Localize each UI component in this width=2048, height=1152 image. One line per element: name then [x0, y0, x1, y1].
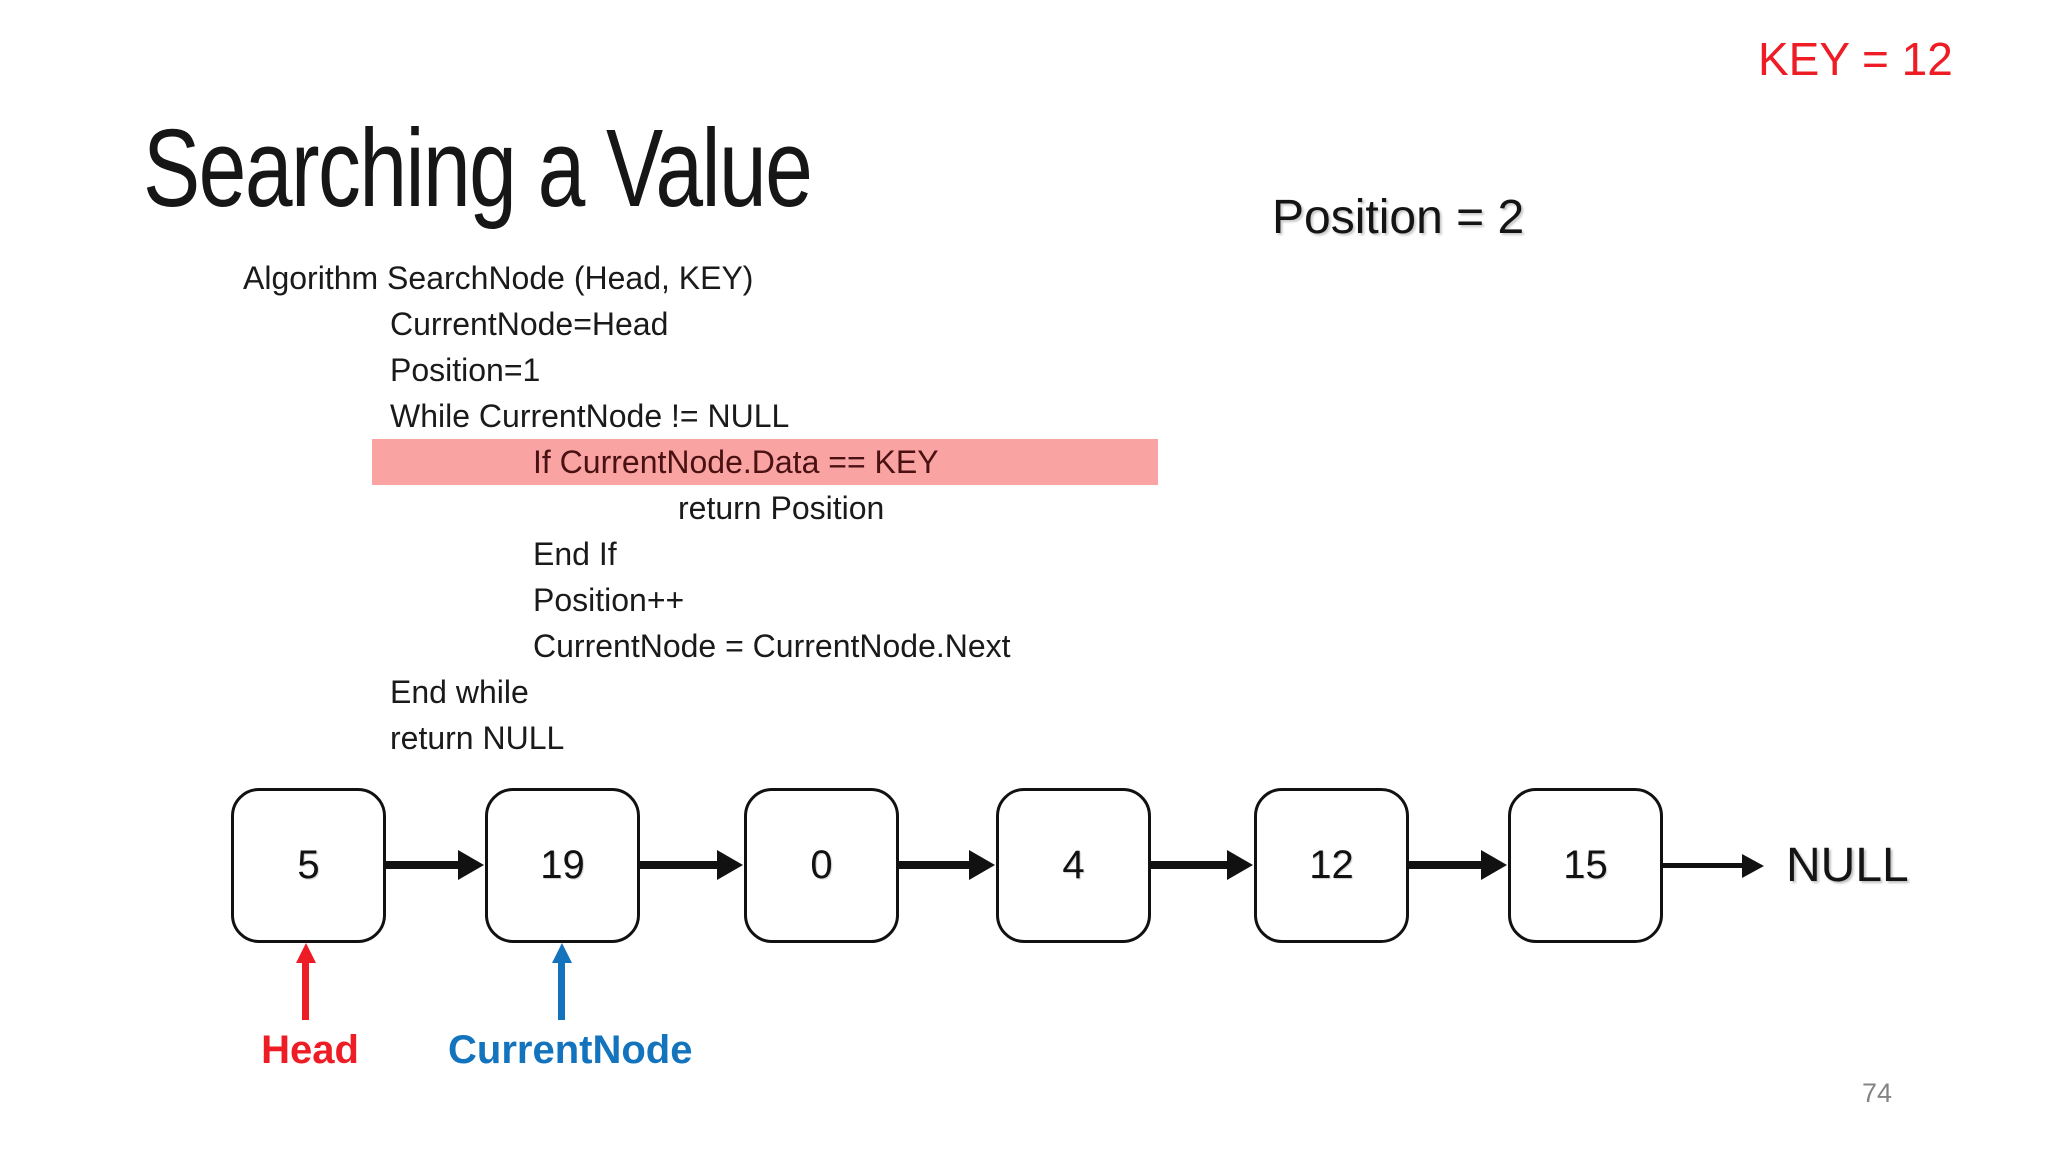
code-line-if-highlighted: If CurrentNode.Data == KEY	[0, 439, 2048, 485]
next-arrow-3-icon	[899, 861, 970, 869]
page-number: 74	[1862, 1078, 1893, 1108]
list-node-4: 4	[996, 788, 1151, 943]
code-line-init-pos: Position=1	[390, 352, 541, 388]
slide-title: Searching a Value	[143, 107, 813, 230]
null-terminator-label: NULL	[1786, 839, 1909, 892]
next-arrow-null-icon	[1663, 863, 1743, 868]
head-pointer-arrow-icon	[302, 963, 309, 1020]
code-line-return-null: return NULL	[390, 720, 565, 756]
code-line-return-pos: return Position	[678, 490, 885, 526]
currentnode-pointer-label: CurrentNode	[448, 1028, 693, 1072]
list-node-1: 5	[231, 788, 386, 943]
key-value-label: KEY = 12	[1758, 33, 1953, 85]
code-line-init-node: CurrentNode=Head	[390, 306, 669, 342]
next-arrow-2-icon	[640, 861, 718, 869]
head-pointer-label: Head	[261, 1028, 359, 1072]
currentnode-pointer-arrow-icon	[558, 963, 565, 1020]
code-line-end-while: End while	[390, 674, 529, 710]
list-node-3: 0	[744, 788, 899, 943]
code-line-while: While CurrentNode != NULL	[390, 398, 790, 434]
next-arrow-5-icon	[1409, 861, 1482, 869]
list-node-5: 12	[1254, 788, 1409, 943]
position-value-label: Position = 2	[1272, 191, 1525, 244]
code-line-end-if: End If	[533, 536, 617, 572]
code-line-algorithm: Algorithm SearchNode (Head, KEY)	[243, 260, 754, 296]
pseudocode-block: Algorithm SearchNode (Head, KEY) Current…	[0, 255, 2048, 761]
list-node-6: 15	[1508, 788, 1663, 943]
list-node-2: 19	[485, 788, 640, 943]
code-line-pos-inc: Position++	[533, 582, 685, 618]
next-arrow-1-icon	[386, 861, 459, 869]
code-line-next: CurrentNode = CurrentNode.Next	[533, 628, 1011, 664]
next-arrow-4-icon	[1151, 861, 1228, 869]
